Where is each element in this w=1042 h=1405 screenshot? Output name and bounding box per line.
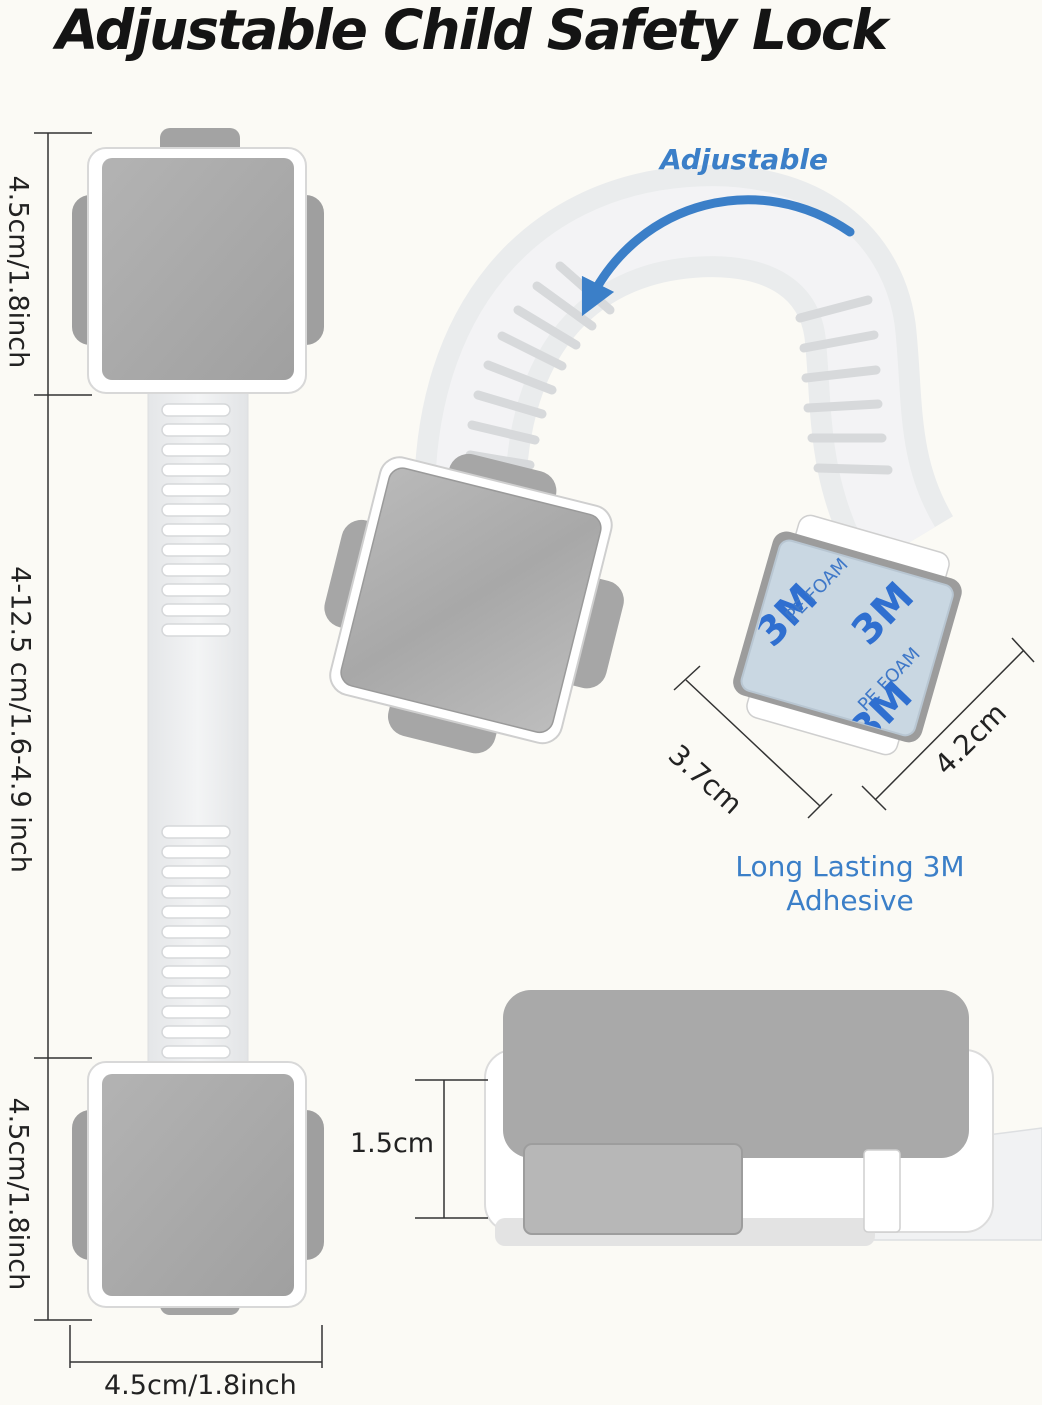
adjustable-callout: Adjustable [660, 143, 828, 176]
adhesive-callout: Long Lasting 3M Adhesive [700, 850, 1000, 918]
left-dimension-lines [34, 132, 323, 1368]
rotated-lock-pad [324, 453, 624, 754]
thickness-dimension-lines [415, 1079, 488, 1219]
left-strap-slots [161, 403, 231, 1059]
bottom-pad-height-label: 4.5cm/1.8inch [2, 1097, 34, 1291]
left-top-pad [72, 128, 324, 394]
adjustable-arrow [581, 195, 855, 317]
side-view-lock [484, 990, 1042, 1246]
bent-strap-slots [465, 261, 893, 475]
pad-width-label: 4.5cm/1.8inch [104, 1370, 297, 1401]
adhesive-pad [733, 514, 962, 756]
page-title: Adjustable Child Safety Lock [56, 0, 888, 62]
adhesive-callout-line1: Long Lasting 3M [735, 850, 965, 883]
bent-strap [414, 165, 954, 574]
lock-thickness-label: 1.5cm [350, 1128, 435, 1159]
left-bottom-pad [72, 1061, 324, 1315]
adhesive-brand-mark: 3M [842, 573, 924, 655]
adhesive-callout-line2: Adhesive [786, 884, 914, 917]
strap-length-label: 4-12.5 cm/1.6-4.9 inch [4, 566, 36, 873]
adhesive-dimension-lines [673, 637, 1035, 819]
top-pad-height-label: 4.5cm/1.8inch [2, 175, 34, 369]
